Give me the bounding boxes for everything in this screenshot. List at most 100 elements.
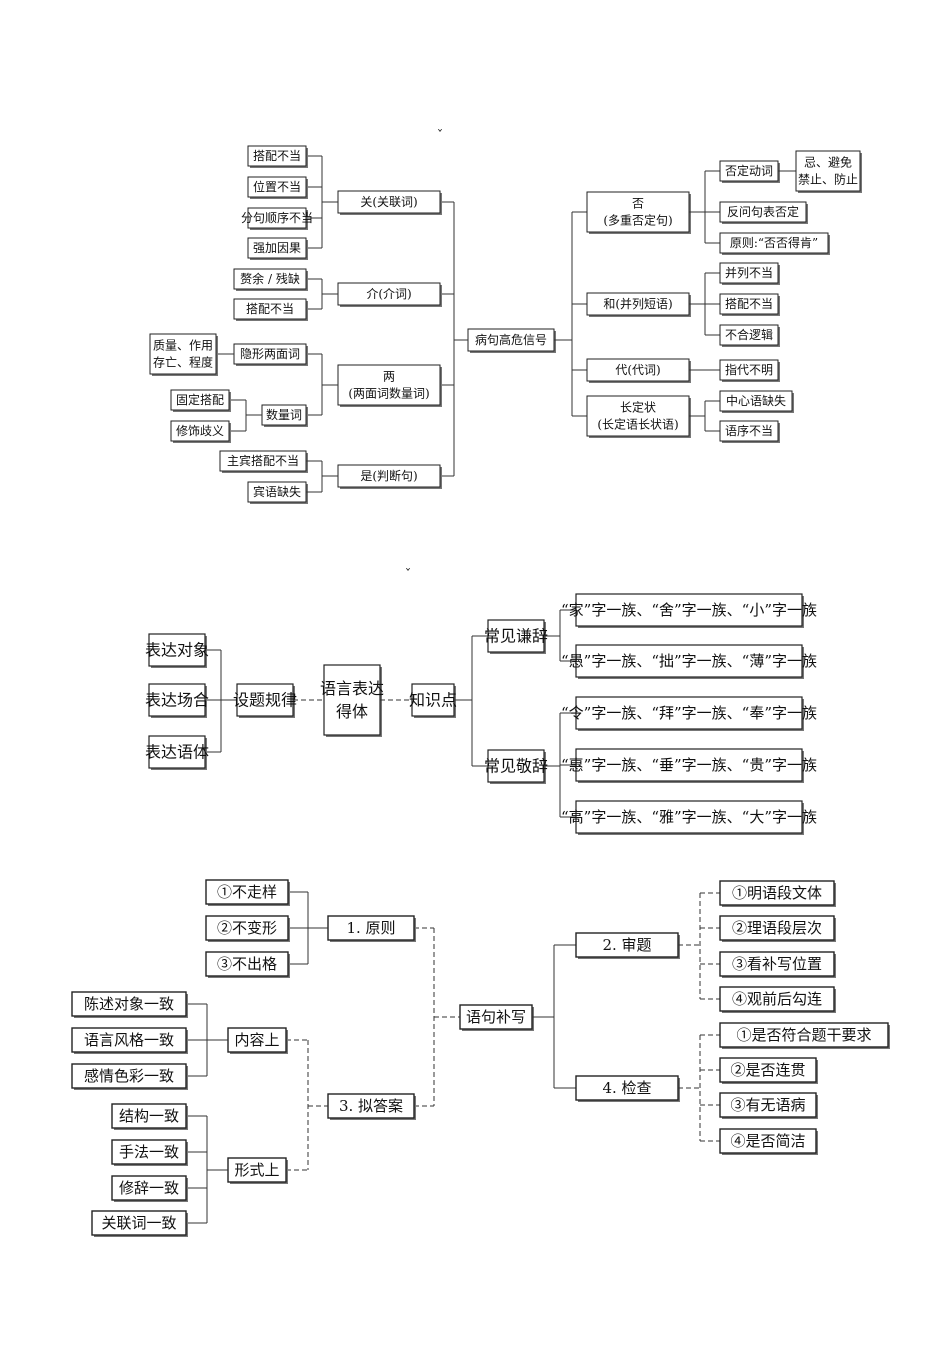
diagram2-group-1-item-1-box [575, 593, 803, 627]
diagram1-left-1-child-3-box [247, 207, 307, 229]
diagram1-left-3-hub-1-label: 隐形两面词 [240, 347, 300, 361]
diagram3-draft-group-2-item-2-box [111, 1139, 187, 1165]
diagram1-left-2-child-1-label: 赘余 / 残缺 [240, 271, 300, 286]
diagram3-draft-group-2-item-4-label: 关联词一致 [101, 1214, 176, 1232]
diagram1-right-1-child-2-box [719, 201, 807, 223]
diagram3-draft-group-1-item-3-label: 感情色彩一致 [84, 1067, 174, 1085]
diagram3-draft-group-2-item-1-box [111, 1103, 187, 1129]
diagram3-draft-group-2-label: 形式上 [234, 1161, 279, 1179]
diagram1-left-4-label: 是(判断句) [360, 468, 417, 483]
diagram1-right-2-child-2-box [719, 293, 779, 315]
diagram1-left-1-child-1-label: 搭配不当 [253, 149, 301, 163]
diagram3-draft-group-2-box [227, 1157, 287, 1183]
diagram1-right-4-child-1-box [719, 390, 793, 412]
diagram1-left-3-hub-2-leaf-1-box [170, 389, 230, 411]
diagram2-group-2-item-2-box [575, 748, 803, 782]
diagram1-left-1-child-4-label: 强加因果 [253, 241, 301, 255]
diagram2-group-2-item-1-box [575, 696, 803, 730]
diagram3-principle-item-1-label: ①不走样 [217, 883, 277, 901]
diagram1-right-1-child-3-label: 原则:“否否得肯” [730, 235, 818, 250]
diagram1-left-3-hub-2-leaf-2-box [170, 420, 230, 442]
diagram1-left-4-child-2-label: 宾语缺失 [253, 484, 301, 499]
diagram2-group-1-item-2-label: “愚”字一族、“拙”字一族、“薄”字一族 [561, 652, 817, 670]
diagram2-left-item-2-box [148, 683, 206, 717]
diagram1-right-2-child-3-box [719, 324, 779, 346]
diagram1-left-2-child-2-box [233, 298, 307, 320]
diagram3-principle-item-3-label: ③不出格 [217, 955, 277, 973]
diagram3-check-item-1-box [719, 1022, 889, 1048]
diagram1-right-1-label-2: (多重否定句) [603, 213, 672, 228]
diagram1-left-2-child-2-label: 搭配不当 [246, 302, 294, 316]
diagram3-draft-group-2-item-3-box [111, 1175, 187, 1201]
diagram2-left-item-1-label: 表达对象 [145, 641, 209, 660]
diagram1-left-1-child-2-box [247, 176, 307, 198]
diagram3-draft-label: 3. 拟答案 [339, 1097, 403, 1115]
diagram3-draft-group-1-item-3-box [71, 1063, 187, 1089]
diagram2-center-label-2: 得体 [336, 702, 368, 721]
diagram3-draft-group-2-item-3-label: 修辞一致 [119, 1179, 179, 1197]
diagram3-review-item-1-label: ①明语段文体 [732, 884, 822, 902]
diagram3-review-item-2-box [719, 915, 835, 941]
diagram1-right-4-label-1: 长定状 [620, 399, 656, 414]
diagram2-marker: ˇ [405, 568, 412, 583]
diagram1-left-3-hub-1-leaf-label-2: 存亡、程度 [153, 355, 213, 370]
diagram1-right-1-child-2-label: 反问句表否定 [727, 204, 799, 219]
diagram3-draft-group-1-box [227, 1027, 287, 1053]
diagram3-draft-group-2-item-1-label: 结构一致 [119, 1107, 179, 1125]
diagram3-check-item-3-box [719, 1092, 817, 1118]
diagram3-principle-item-1-box [205, 879, 289, 905]
diagram3-draft-group-1-label: 内容上 [234, 1031, 279, 1049]
diagram1-right-1-child-1-label: 否定动词 [725, 163, 773, 178]
diagram1-right-3-child-1-label: 指代不明 [725, 362, 773, 377]
diagram1-left-1-child-4-box [247, 237, 307, 259]
diagram3-draft-group-1-item-1-box [71, 991, 187, 1017]
diagram2-left-hub-box [236, 683, 294, 717]
diagram1-left-1-child-3-label: 分句顺序不当 [241, 210, 313, 225]
diagram3-review-item-4-box [719, 986, 835, 1012]
diagram2-left-hub-label: 设题规律 [233, 691, 297, 710]
diagram1-right-1-child-3-box [719, 232, 829, 254]
diagram3-review-item-3-box [719, 951, 835, 977]
diagram3-check-label: 4. 检查 [602, 1079, 651, 1097]
diagram1-right-1-child-1-leaf-box [795, 150, 861, 192]
diagram2-group-2-item-2-label: “惠”字一族、“垂”字一族、“贵”字一族 [561, 756, 817, 774]
diagram1-right-1-child-1-leaf-label-2: 禁止、防止 [798, 172, 858, 187]
diagram1-root-label: 病句高危信号 [475, 332, 547, 347]
diagram1-right-1-child-1-leaf-label-1: 忌、避免 [804, 154, 852, 169]
diagram1-right-3-label: 代(代词) [615, 363, 660, 377]
diagram1-left-3-box [337, 364, 441, 406]
diagram1-right-4-child-2-box [719, 420, 779, 442]
diagram3-check-item-3-label: ③有无语病 [730, 1096, 805, 1114]
diagram1-left-1-child-1-box [247, 145, 307, 167]
diagram3-check-item-1-label: ①是否符合题干要求 [736, 1026, 871, 1044]
diagram3-draft-group-2-item-2-label: 手法一致 [119, 1143, 179, 1161]
diagram2-group-2-label: 常见敬辞 [484, 757, 548, 776]
diagram3-principle-box [327, 915, 415, 941]
diagram2-left-item-3-box [148, 735, 206, 769]
diagram3-principle-label: 1. 原则 [346, 919, 395, 937]
diagram1-right-1-label-1: 否 [632, 196, 644, 210]
diagram3-root-label: 语句补写 [466, 1008, 526, 1026]
diagram2-center-box [323, 664, 381, 736]
diagram2-group-1-item-2-box [575, 644, 803, 678]
diagram1-left-3-hub-2-leaf-1-label: 固定搭配 [176, 392, 224, 407]
diagram3-check-item-2-label: ②是否连贯 [730, 1061, 805, 1079]
diagram1-left-3-hub-2-leaf-2-label: 修饰歧义 [176, 423, 224, 438]
diagram1-right-4-label-2: (长定语长状语) [597, 417, 678, 432]
diagram1-right-4-child-1-label: 中心语缺失 [726, 393, 786, 408]
diagram2-left-item-2-label: 表达场合 [145, 691, 209, 710]
diagram2-center-label-1: 语言表达 [320, 679, 384, 698]
diagram1-right-2-child-1-box [719, 262, 779, 284]
diagram1-left-2-label: 介(介词) [366, 287, 411, 301]
diagram3-check-item-4-label: ④是否简洁 [730, 1132, 805, 1150]
diagram2-group-1-label: 常见谦辞 [484, 627, 548, 646]
diagram3-draft-group-1-item-2-box [71, 1027, 187, 1053]
diagram2-group-2-item-3-label: “高”字一族、“雅”字一族、“大”字一族 [561, 808, 817, 826]
diagram1-right-4-child-2-label: 语序不当 [725, 423, 773, 438]
diagram3-review-box [575, 932, 679, 958]
diagram3-review-item-3-label: ③看补写位置 [732, 955, 822, 973]
diagram1-left-3-hub-1-leaf-label-1: 质量、作用 [153, 338, 213, 352]
diagram2-group-2-box [487, 749, 545, 783]
